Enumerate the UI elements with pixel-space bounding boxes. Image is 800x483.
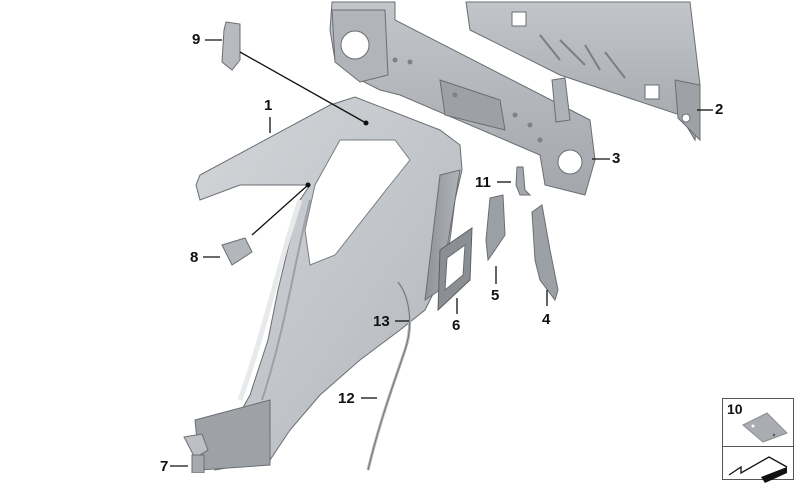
- parts-diagram: [170, 1, 713, 473]
- callout-13[interactable]: 13: [373, 313, 390, 330]
- part-12-13-seal[interactable]: [366, 281, 412, 471]
- callout-2[interactable]: 2: [715, 101, 724, 118]
- callout-5[interactable]: 5: [491, 287, 500, 304]
- part-2-rear-panel[interactable]: [465, 1, 701, 142]
- callout-4[interactable]: 4: [542, 311, 551, 328]
- flat-plate-icon: [742, 412, 788, 443]
- callout-1[interactable]: 1: [264, 97, 273, 114]
- part-3-cross-member[interactable]: [329, 1, 596, 196]
- callout-6[interactable]: 6: [452, 317, 461, 334]
- leader-lines: [170, 39, 713, 467]
- callout-12[interactable]: 12: [338, 390, 355, 407]
- legend-item-bracket[interactable]: [723, 447, 793, 483]
- callout-7[interactable]: 7: [160, 458, 169, 475]
- part-11-clip[interactable]: [515, 166, 532, 196]
- callout-8[interactable]: 8: [190, 249, 199, 266]
- callout-11[interactable]: 11: [475, 174, 491, 191]
- legend-label-10: 10: [727, 401, 743, 417]
- part-7-bracket[interactable]: [183, 433, 209, 473]
- part-9-bracket[interactable]: [221, 21, 241, 71]
- callout-3[interactable]: 3: [612, 150, 621, 167]
- legend-box: 10: [722, 398, 794, 483]
- part-6-plate[interactable]: [437, 227, 473, 312]
- part-4-reinforcement[interactable]: [531, 204, 559, 302]
- part-1-side-panel[interactable]: [194, 96, 463, 471]
- legend-item-10[interactable]: 10: [723, 399, 793, 447]
- bracket-profile-icon: [728, 456, 788, 483]
- callout-9[interactable]: 9: [192, 31, 201, 48]
- part-8-bracket[interactable]: [221, 237, 253, 266]
- part-5-reinforcement[interactable]: [485, 194, 506, 262]
